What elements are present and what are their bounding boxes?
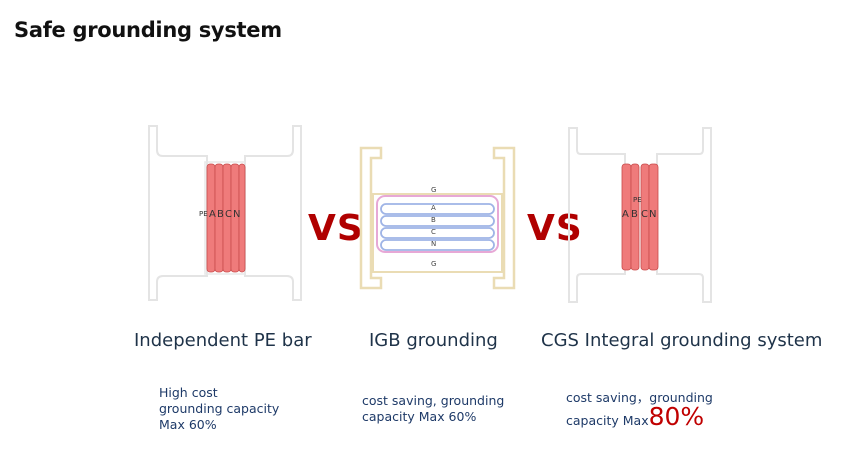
igb-grounding-diagram: G A B C N G xyxy=(359,146,516,290)
caption-independent-pe-bar: Independent PE bar xyxy=(134,330,312,351)
independent-pe-bar-diagram: PE A B C N xyxy=(148,125,302,301)
conductor-bars xyxy=(621,163,659,271)
bar-label-b: B xyxy=(631,209,638,220)
bar-label-n: N xyxy=(431,240,436,248)
desc-independent-pe-bar: High cost grounding capacity Max 60% xyxy=(159,385,279,433)
bar-label-n: N xyxy=(649,209,656,220)
bar-label-b: B xyxy=(431,216,436,224)
vs-label-1: VS xyxy=(308,208,364,249)
desc-line: High cost xyxy=(159,385,218,400)
desc-line-prefix: capacity Max xyxy=(566,413,649,428)
bar-label-a: A xyxy=(209,209,216,220)
bar-label-a: A xyxy=(622,209,629,220)
bar-label-n: N xyxy=(233,209,240,220)
desc-line: grounding capacity xyxy=(159,401,280,416)
desc-line: cost saving, grounding xyxy=(362,393,505,408)
bar-label-a: A xyxy=(431,204,436,212)
bar-label-c: C xyxy=(225,209,232,220)
desc-line: Max 60% xyxy=(159,417,217,432)
cgs-integral-grounding-diagram: PE A B C N xyxy=(568,127,712,303)
bar-label-pe: PE xyxy=(199,210,208,218)
bar-label-c: C xyxy=(641,209,648,220)
desc-cgs-integral: cost saving，grounding capacity Max80% xyxy=(566,390,713,429)
bar-label-g-top: G xyxy=(431,186,436,194)
desc-line: capacity Max 60% xyxy=(362,409,477,424)
bar-label-pe: PE xyxy=(633,196,642,204)
conductor-bars xyxy=(206,163,246,273)
desc-igb-grounding: cost saving, grounding capacity Max 60% xyxy=(362,393,504,425)
bar-label-c: C xyxy=(431,228,436,236)
vs-label-2: VS xyxy=(527,208,583,249)
capacity-highlight: 80% xyxy=(648,402,705,431)
page-title: Safe grounding system xyxy=(14,18,282,42)
desc-line: cost saving，grounding xyxy=(566,390,713,405)
caption-cgs-integral: CGS Integral grounding system xyxy=(541,330,823,351)
bar-label-b: B xyxy=(217,209,224,220)
bar-label-g-bottom: G xyxy=(431,260,436,268)
caption-igb-grounding: IGB grounding xyxy=(369,330,498,351)
